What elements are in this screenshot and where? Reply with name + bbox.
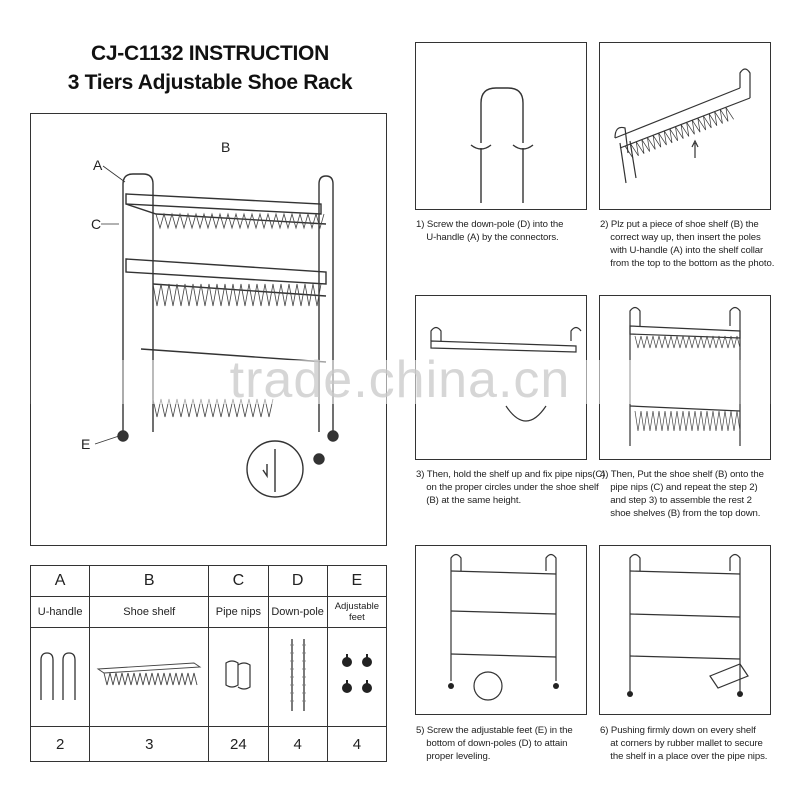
pipe-nips-image	[208, 627, 269, 727]
shoe-rack-overview-drawing: A B C E	[81, 139, 339, 498]
document-title: CJ-C1132 INSTRUCTION	[91, 42, 329, 65]
adjustable-feet-image	[326, 627, 388, 727]
step-4-image	[599, 295, 771, 460]
part-qty: 2	[29, 726, 91, 762]
step-2-caption: 2) Plz put a piece of shoe shelf (B) the…	[600, 219, 775, 269]
document-subtitle: 3 Tiers Adjustable Shoe Rack	[67, 71, 353, 94]
part-name: Shoe shelf	[89, 596, 210, 628]
step-5-caption: 5) Screw the adjustable feet (E) in the …	[416, 725, 573, 762]
u-handle-image	[29, 627, 91, 727]
step-3-image	[415, 295, 587, 460]
down-pole-image	[267, 627, 328, 727]
part-qty: 4	[267, 726, 328, 762]
shelf-teeth	[152, 212, 325, 418]
parts-table: A B C D E U-handle Shoe shelf Pipe nips …	[29, 565, 388, 762]
part-qty: 24	[208, 726, 269, 762]
label-e: E	[81, 436, 90, 452]
step-6-image	[599, 545, 771, 715]
part-name: Down-pole	[267, 596, 328, 628]
shoe-shelf-image	[89, 627, 210, 727]
part-letter: B	[89, 565, 210, 597]
part-letter: A	[29, 565, 91, 597]
part-letter: C	[208, 565, 269, 597]
label-a: A	[93, 157, 103, 173]
step-4-caption: 4) Then, Put the shoe shelf (B) onto the…	[600, 469, 764, 519]
label-c: C	[91, 216, 101, 232]
part-letter: E	[326, 565, 388, 597]
part-qty: 3	[89, 726, 210, 762]
overview-illustration: A B C E	[30, 113, 387, 546]
step-2-image	[599, 42, 771, 210]
part-name: Adjustable feet	[326, 596, 388, 628]
part-name: U-handle	[29, 596, 91, 628]
step-1-image	[415, 42, 587, 210]
step-6-caption: 6) Pushing firmly down on every shelf at…	[600, 725, 768, 762]
part-letter: D	[267, 565, 328, 597]
step-3-caption: 3) Then, hold the shelf up and fix pipe …	[416, 469, 606, 506]
step-1-caption: 1) Screw the down-pole (D) into the U-ha…	[416, 219, 564, 243]
part-qty: 4	[326, 726, 388, 762]
step-5-image	[415, 545, 587, 715]
part-name: Pipe nips	[208, 596, 269, 628]
label-b: B	[221, 139, 230, 155]
